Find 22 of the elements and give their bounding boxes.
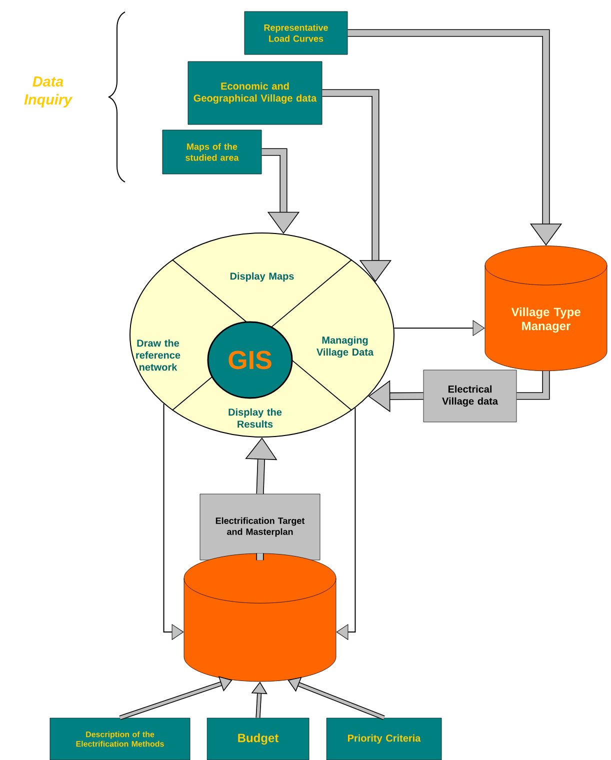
data-box: Priority Criteria <box>326 718 442 760</box>
arrow <box>288 676 385 720</box>
function-label: Draw the reference network <box>136 339 180 371</box>
arrow <box>256 553 264 560</box>
arrow <box>336 407 356 640</box>
data-box: Maps of the studied area <box>162 130 262 174</box>
database-cylinder <box>184 553 336 682</box>
data-box: Description of the Electrification Methods <box>50 718 190 760</box>
data-box: Budget <box>206 718 310 760</box>
function-label: Managing Village Data <box>316 336 374 358</box>
arrow <box>394 320 485 336</box>
function-label: Display the Results <box>228 408 282 428</box>
database-cylinder: Village Type Manager <box>484 246 608 372</box>
arrow <box>262 148 300 234</box>
arrow <box>163 403 184 640</box>
data-inquiry-label: Data Inquiry <box>24 76 73 108</box>
arrow <box>119 676 232 720</box>
function-label: Display Maps <box>230 272 294 282</box>
data-box: Electrical Village data <box>423 370 517 422</box>
data-box: Economic and Geographical Village data <box>188 61 322 125</box>
data-box: Representative Load Curves <box>244 11 348 55</box>
data-box: Electrification Target and Masterplan <box>200 494 320 560</box>
